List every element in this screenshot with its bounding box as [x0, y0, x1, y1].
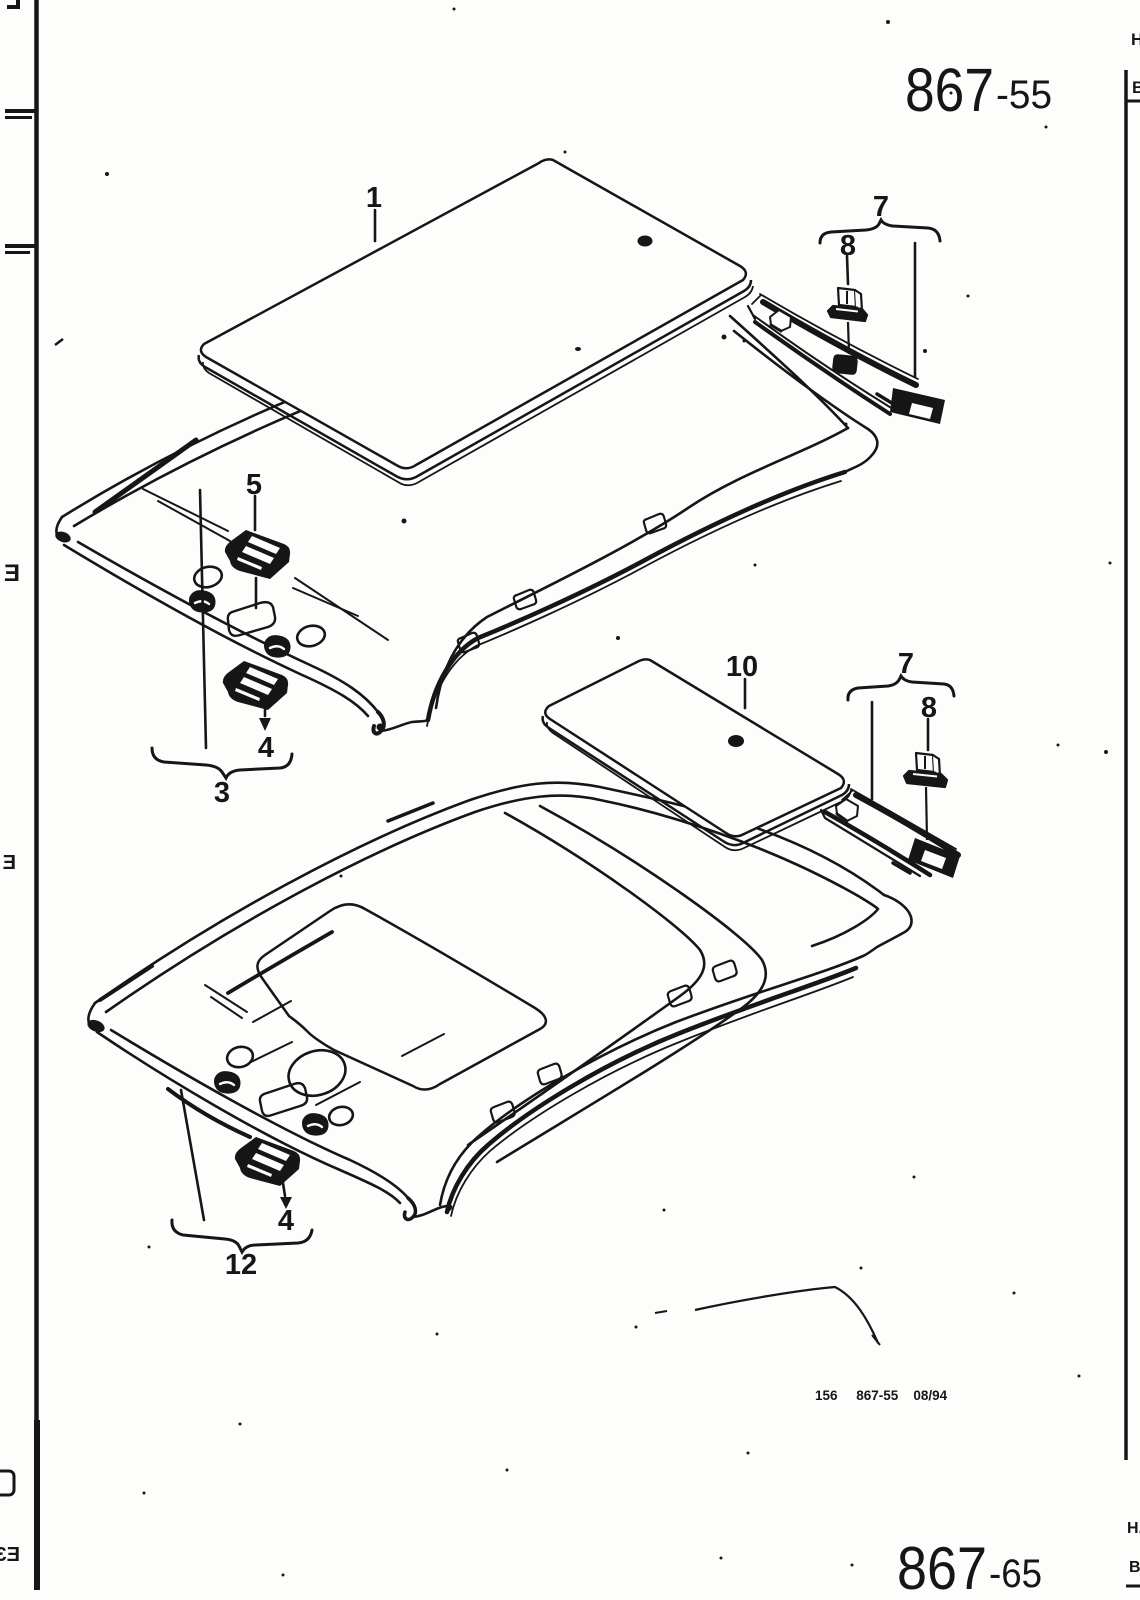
svg-text:1: 1	[366, 182, 382, 214]
svg-text:E: E	[4, 560, 20, 587]
svg-text:E3: E3	[0, 1544, 20, 1566]
svg-text:156 867-55 08/94: 156 867-55 08/94	[815, 1388, 948, 1403]
svg-text:H: H	[1131, 30, 1140, 49]
svg-text:B: B	[1129, 1559, 1140, 1576]
svg-text:867: 867	[897, 1535, 987, 1600]
svg-text:867: 867	[905, 56, 994, 124]
svg-text:H.: H.	[1127, 1520, 1140, 1537]
svg-text:E: E	[3, 852, 16, 874]
svg-text:-55: -55	[996, 73, 1052, 117]
svg-text:8: 8	[921, 692, 937, 724]
svg-text:B: B	[1132, 78, 1140, 97]
svg-text:5: 5	[246, 469, 262, 501]
svg-text:-65: -65	[989, 1552, 1042, 1596]
svg-text:3: 3	[214, 777, 230, 809]
svg-text:7: 7	[873, 191, 889, 223]
svg-text:4: 4	[278, 1205, 294, 1237]
svg-text:10: 10	[726, 651, 758, 683]
svg-text:4: 4	[258, 732, 274, 764]
svg-text:8: 8	[840, 230, 856, 262]
svg-text:12: 12	[225, 1249, 257, 1281]
svg-text:7: 7	[898, 648, 914, 680]
